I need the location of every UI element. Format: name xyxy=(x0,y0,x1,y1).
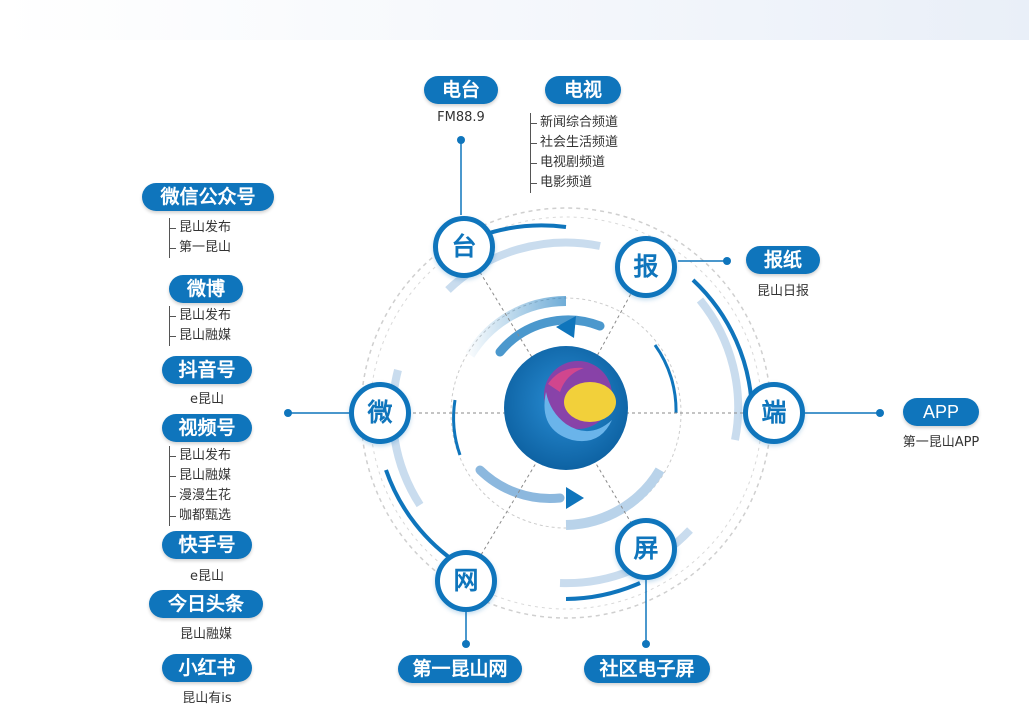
tv-channel-list: 新闻综合频道 社会生活频道 电视剧频道 电影频道 xyxy=(530,113,618,193)
kuaishou-label: 快手号 xyxy=(162,531,252,559)
list-item: 昆山融媒 xyxy=(169,466,231,486)
node-newspaper[interactable]: 报 xyxy=(615,236,677,298)
inner-arc-a xyxy=(465,295,567,358)
radio-sub: FM88.9 xyxy=(437,110,485,125)
list-item: 昆山发布 xyxy=(169,218,231,238)
list-item: 社会生活频道 xyxy=(530,133,618,153)
connectors xyxy=(288,140,880,642)
inner-arc-d xyxy=(452,399,462,456)
app-sub: 第一昆山APP xyxy=(902,435,980,450)
list-item: 昆山融媒 xyxy=(169,326,231,346)
node-website[interactable]: 网 xyxy=(435,550,497,612)
light-arc-right xyxy=(696,297,743,441)
list-item: 电影频道 xyxy=(530,173,618,193)
weibo-list: 昆山发布 昆山融媒 xyxy=(169,306,231,346)
newspaper-label: 报纸 xyxy=(746,246,820,274)
xiaohongshu-label: 小红书 xyxy=(162,654,252,682)
radio-label: 电台 xyxy=(424,76,498,104)
video-label: 视频号 xyxy=(162,414,252,442)
list-item: 电视剧频道 xyxy=(530,153,618,173)
xiaohongshu-sub: 昆山有is xyxy=(182,691,232,706)
newspaper-sub: 昆山日报 xyxy=(756,284,809,299)
node-social[interactable]: 微 xyxy=(349,382,411,444)
toutiao-label: 今日头条 xyxy=(149,590,263,618)
node-screen[interactable]: 屏 xyxy=(615,518,677,580)
arrow-bottom-head-icon xyxy=(566,487,584,509)
top-banner xyxy=(0,0,1029,40)
node-app[interactable]: 端 xyxy=(743,382,805,444)
arrow-top-icon xyxy=(495,315,605,357)
blue-arc-top xyxy=(479,223,567,238)
list-item: 昆山发布 xyxy=(169,306,231,326)
screen-label: 社区电子屏 xyxy=(584,655,710,683)
node-radio[interactable]: 台 xyxy=(433,216,495,278)
list-item: 第一昆山 xyxy=(169,238,231,258)
list-item: 漫漫生花 xyxy=(169,486,231,506)
arrow-top-head-icon xyxy=(556,316,576,338)
blue-arc-bottom xyxy=(565,581,641,601)
weibo-label: 微博 xyxy=(169,275,243,303)
douyin-label: 抖音号 xyxy=(162,356,252,384)
website-label: 第一昆山网 xyxy=(398,655,522,683)
wechat-list: 昆山发布 第一昆山 xyxy=(169,218,231,258)
connector-dots xyxy=(284,136,884,648)
kuaishou-sub: e昆山 xyxy=(190,569,224,584)
app-label: APP xyxy=(903,398,979,426)
video-list: 昆山发布 昆山融媒 漫漫生花 咖都甄选 xyxy=(169,446,231,526)
list-item: 咖都甄选 xyxy=(169,506,231,526)
media-sphere-logo-icon xyxy=(544,361,616,442)
wechat-label: 微信公众号 xyxy=(142,183,274,211)
toutiao-sub: 昆山融媒 xyxy=(179,627,232,642)
arrow-bottom-icon xyxy=(475,465,565,503)
tv-label: 电视 xyxy=(545,76,621,104)
inner-arc-b xyxy=(565,467,665,530)
douyin-sub: e昆山 xyxy=(190,392,224,407)
blue-arc-left xyxy=(384,469,462,567)
list-item: 昆山发布 xyxy=(169,446,231,466)
list-item: 新闻综合频道 xyxy=(530,113,618,133)
inner-arc-c xyxy=(653,344,678,414)
